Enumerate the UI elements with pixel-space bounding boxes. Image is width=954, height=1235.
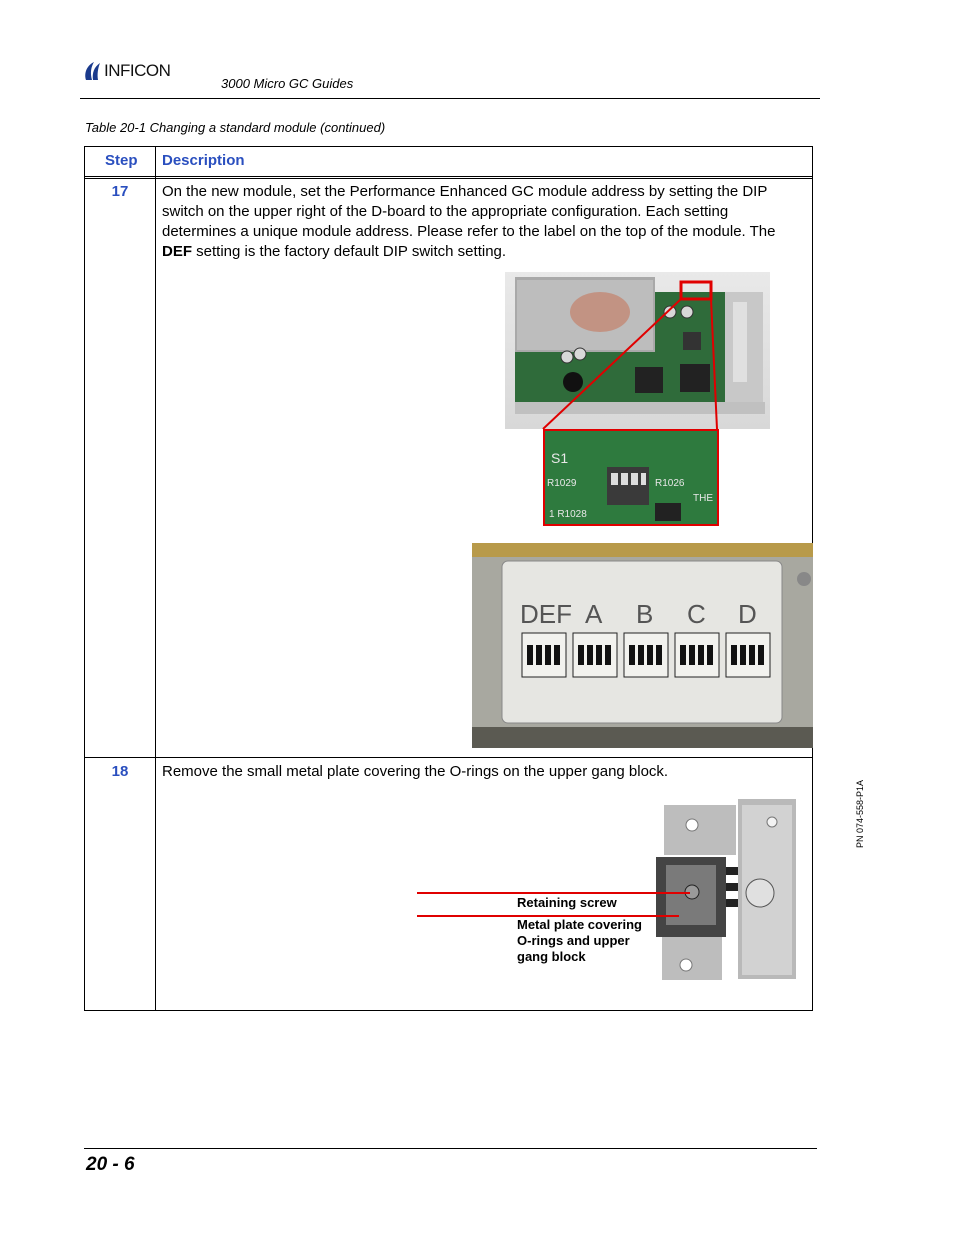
dip-setting-label: A [585,599,603,629]
dip-switch-lever [605,645,611,665]
retaining-screw-callout: Retaining screw [517,895,617,910]
dip-setting-label: DEF [520,599,572,629]
description-text: setting is the factory default DIP switc… [192,243,507,260]
retaining-screw-leader-line [417,892,690,894]
column-header-step: Step [105,152,138,169]
table-row-divider [84,757,813,758]
dip-switch-lever [731,645,737,665]
step-description: Remove the small metal plate covering th… [162,763,669,780]
dip-switch-lever [707,645,713,665]
gang-block-plate-photo [640,795,800,985]
description-text: On the new module, set the Performance E… [162,183,776,240]
dip-switch-lever [638,645,644,665]
dip-switch-zoom-photo: S1 R1029 R1026 1 R1028 THE [543,429,719,526]
dip-switch-lever [587,645,593,665]
dip-switch-lever [680,645,686,665]
metal-plate-callout: Metal plate covering O-rings and upper g… [517,917,642,964]
table-header-divider [84,176,813,179]
zoom-label-the: THE [693,493,713,504]
dip-setting-label: B [636,599,653,629]
dip-switch-lever [578,645,584,665]
logo-text: INFICON [104,61,171,80]
metal-plate-leader-line [417,915,679,917]
dip-switch-lever [536,645,542,665]
zoom-label-s1: S1 [551,450,568,466]
guide-title: 3000 Micro GC Guides [221,76,354,91]
dip-switch-lever [527,645,533,665]
zoom-label-r1028: 1 R1028 [549,509,587,520]
table-caption: Table 20-1 Changing a standard module (c… [85,120,386,135]
dip-switch-lever [554,645,560,665]
dip-switch-lever [698,645,704,665]
dip-switch-lever [596,645,602,665]
zoom-label-r1029: R1029 [547,478,577,489]
dip-switch-lever [656,645,662,665]
description-bold: DEF [162,243,192,260]
step-description: On the new module, set the Performance E… [162,182,790,262]
page-number: 20 - 6 [86,1154,135,1175]
step-number: 18 [111,763,129,780]
dip-switch-lever [545,645,551,665]
dip-switch-lever [749,645,755,665]
dip-switch-lever [689,645,695,665]
zoom-label-r1026: R1026 [655,478,685,489]
dip-setting-label: D [738,599,757,629]
inficon-logo: INFICON [82,60,171,82]
dip-switch-lever [740,645,746,665]
table-column-divider [155,146,156,1011]
dip-switch-lever [758,645,764,665]
column-header-description: Description [162,152,245,169]
inficon-logo-mark-icon [85,62,100,80]
dip-settings-label-photo: DEF A B C D [472,543,813,748]
part-number: PN 074-558-P1A [855,779,865,848]
dip-switch-lever [629,645,635,665]
footer-divider [84,1148,817,1149]
dip-switch-lever [647,645,653,665]
step-number: 17 [111,183,129,200]
d-board-photo [505,272,770,429]
header-divider [80,98,820,99]
dip-setting-label: C [687,599,706,629]
